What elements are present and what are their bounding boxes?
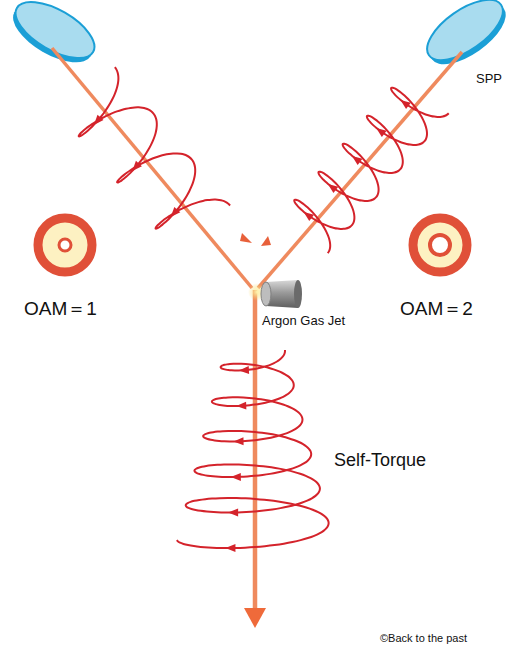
helix-arrowhead	[400, 100, 410, 109]
spp-mirror-left	[4, 0, 103, 74]
copyright-note: ©Back to the past	[380, 632, 467, 645]
helix-arrowhead	[231, 473, 241, 481]
beam-output	[253, 290, 258, 612]
beam-right	[258, 52, 462, 288]
spp-mirror-right	[417, 0, 515, 76]
self-torque-label: Self-Torque	[334, 450, 426, 471]
helix-arrowhead	[352, 156, 362, 165]
oam-2-icon	[413, 218, 467, 272]
helix-oam-2	[294, 88, 448, 254]
helix-arrowhead	[376, 128, 386, 137]
helix-self-torque	[177, 350, 329, 548]
oam-label: OAM＝1	[24, 298, 97, 320]
helix-arrowhead	[304, 212, 314, 221]
helix-arrowhead	[225, 544, 235, 552]
helix-arrowhead	[171, 207, 181, 217]
helix-arrowhead	[236, 402, 246, 410]
helix-arrowhead	[328, 184, 338, 193]
beam-arrowhead	[244, 608, 266, 628]
spp-label: SPP	[476, 72, 502, 87]
helix-arrowhead	[239, 366, 249, 374]
helix-arrowhead	[234, 437, 244, 445]
argon-gas-jet	[248, 280, 302, 308]
beam-arrowhead	[261, 236, 271, 246]
oam-label: OAM＝2	[400, 298, 473, 320]
helix-arrowhead	[228, 509, 238, 517]
helix-oam-1	[79, 67, 230, 228]
gas-jet-label: Argon Gas Jet	[262, 314, 345, 329]
helix-group	[79, 67, 449, 552]
oam-1-icon	[38, 218, 92, 272]
helix-arrowhead	[132, 161, 142, 171]
beam-arrowhead	[240, 233, 252, 243]
helix-arrowhead	[94, 115, 104, 125]
